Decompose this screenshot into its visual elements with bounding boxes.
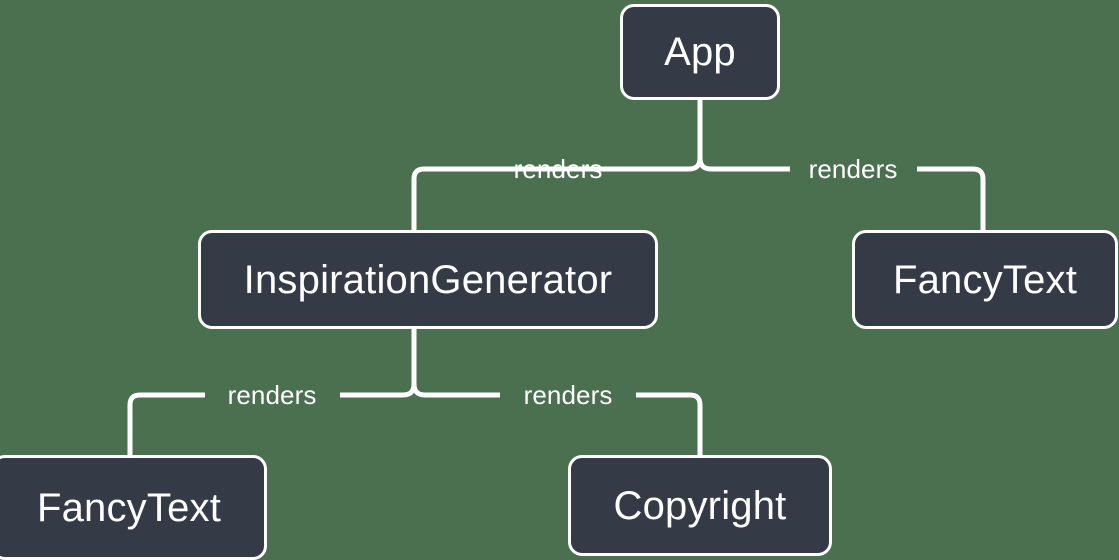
edge-inspgen-to-copyright: [411, 383, 500, 398]
edge-app-to-fancy-right-tail: [917, 166, 986, 230]
edge-label-app-renders-inspirationgenerator: renders: [513, 154, 603, 184]
edge-label-app-renders-fancytext: renders: [808, 154, 898, 184]
edge-inspgen-to-fancy-left-tail: [127, 392, 205, 455]
node-fancytext-left[interactable]: FancyText: [0, 455, 267, 560]
edge-label-inspirationgenerator-renders-copyright: renders: [523, 380, 613, 410]
node-app-label: App: [664, 30, 736, 74]
node-copyright[interactable]: Copyright: [568, 455, 832, 556]
node-inspirationgenerator[interactable]: InspirationGenerator: [198, 230, 658, 329]
node-app[interactable]: App: [620, 4, 780, 100]
node-fancytext-right[interactable]: FancyText: [852, 230, 1118, 329]
edge-inspgen-to-fancy-left: [340, 383, 417, 398]
edge-inspgen-to-copyright-tail: [636, 392, 703, 455]
node-copyright-label: Copyright: [613, 483, 787, 528]
edge-app-to-fancy-right: [697, 157, 790, 172]
node-fancytext-left-label: FancyText: [36, 485, 222, 530]
edge-label-inspirationgenerator-renders-fancytext: renders: [227, 380, 317, 410]
node-inspirationgenerator-label: InspirationGenerator: [243, 257, 613, 302]
edge-app-to-inspgen-tail: [411, 166, 612, 230]
node-fancytext-right-label: FancyText: [892, 257, 1078, 302]
